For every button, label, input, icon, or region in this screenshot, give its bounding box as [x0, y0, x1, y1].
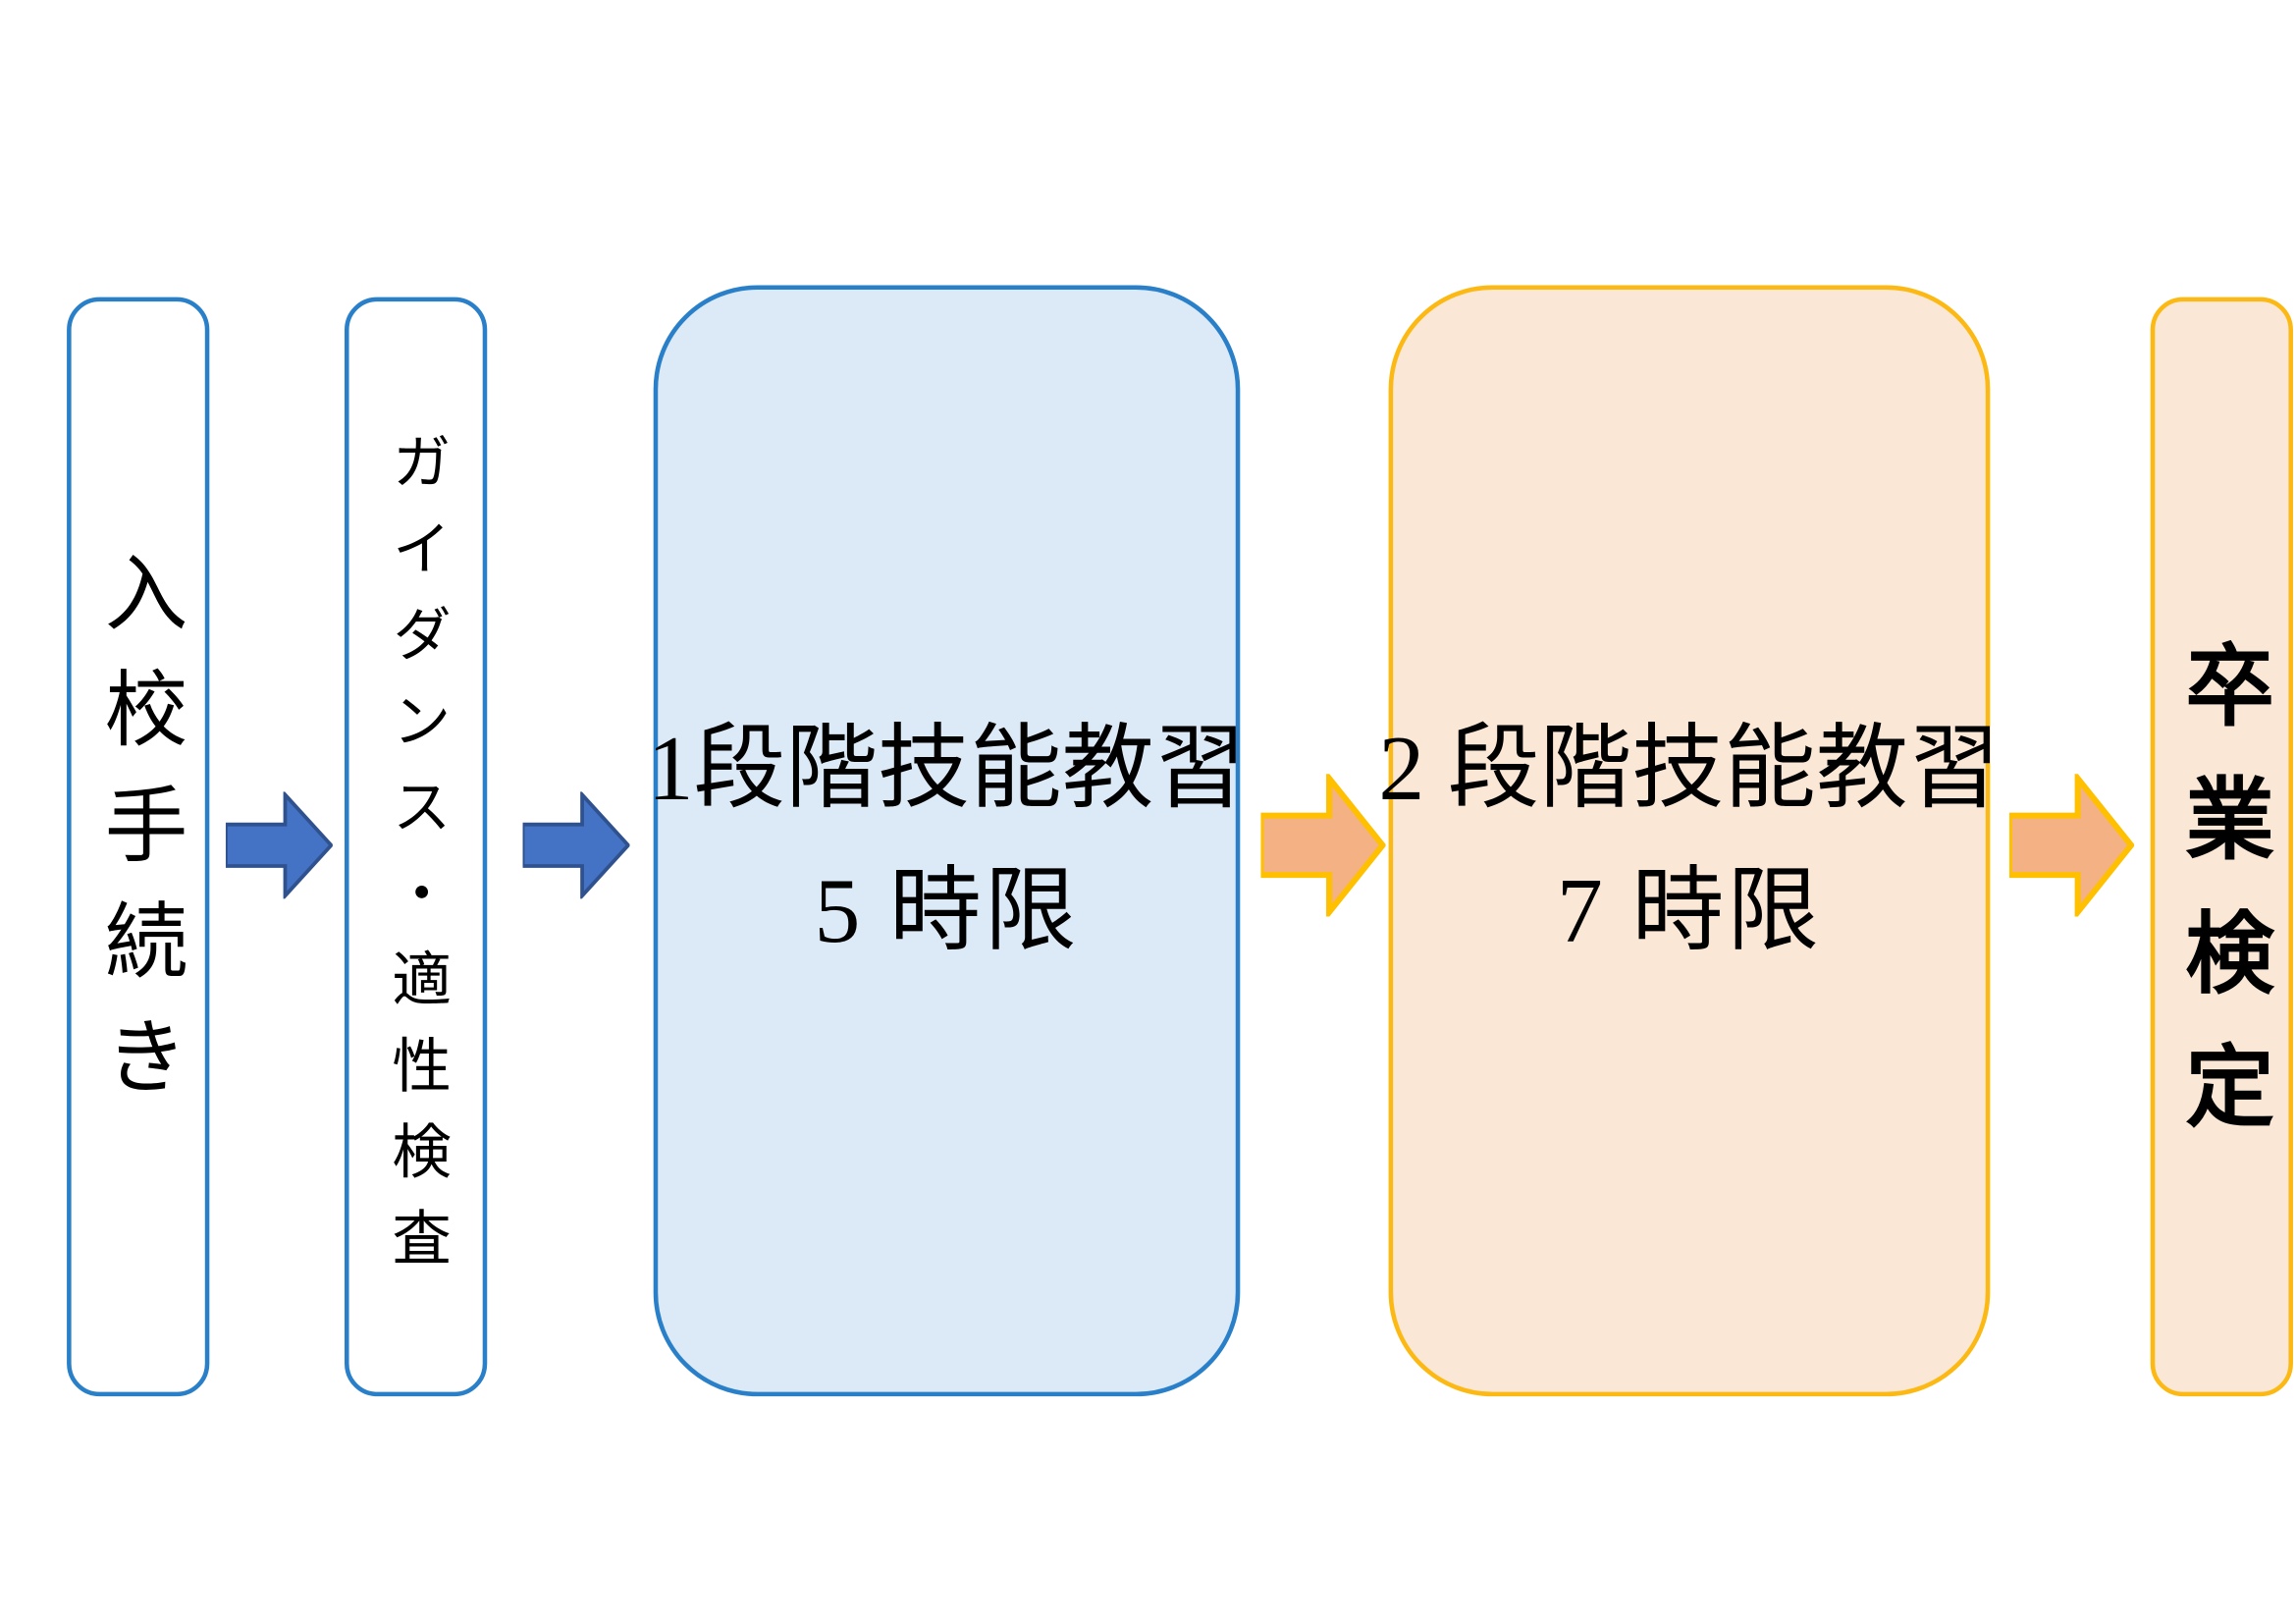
- flow-node-sotsugyou-kentei[interactable]: [2150, 297, 2293, 1397]
- connector-arrow-2: [522, 791, 630, 899]
- flow-node-sotsugyou-kentei-label: 卒業検定: [2172, 638, 2271, 1174]
- flow-node-nyukou-tetsuzuki-textwrap: 入校手続き: [67, 550, 209, 1129]
- flow-node-guidance-tekisei-kensa-textwrap: ガイダンス・適性検査: [345, 431, 487, 1293]
- connector-arrow-3: [1260, 774, 1386, 917]
- flow-node-stage-1-line2: 5 時限: [814, 861, 1080, 963]
- flow-node-guidance-tekisei-kensa[interactable]: [345, 297, 488, 1397]
- flow-node-sotsugyou-kentei-textwrap: 卒業検定: [2151, 639, 2293, 1174]
- arrow-right-icon: [522, 791, 630, 899]
- flow-node-stage-1-driving-lessons[interactable]: 1段階技能教習 5 時限: [648, 285, 1246, 1397]
- connector-arrow-1: [225, 791, 333, 899]
- flow-node-stage-2-text: 2 段階技能教習 7 時限: [1378, 698, 2000, 984]
- flow-node-guidance-tekisei-kensa-label: ガイダンス・適性検査: [383, 430, 451, 1293]
- connector-arrow-4: [2009, 774, 2135, 917]
- arrow-right-icon: [1260, 774, 1386, 917]
- flow-node-stage-2-line2: 7 時限: [1556, 861, 1823, 963]
- flow-node-nyukou-tetsuzuki[interactable]: [67, 297, 210, 1397]
- flow-node-stage-2-driving-lessons[interactable]: 2 段階技能教習 7 時限: [1378, 285, 2001, 1397]
- flow-node-stage-1-text: 1段階技能教習 5 時限: [648, 698, 1247, 984]
- flow-node-nyukou-tetsuzuki-label: 入校手続き: [91, 549, 185, 1129]
- flow-node-stage-1-line1: 1段階技能教習: [647, 719, 1247, 820]
- arrow-right-icon: [225, 791, 333, 899]
- arrow-right-icon: [2009, 774, 2135, 917]
- flow-node-stage-2-line1: 2 段階技能教習: [1378, 719, 2001, 820]
